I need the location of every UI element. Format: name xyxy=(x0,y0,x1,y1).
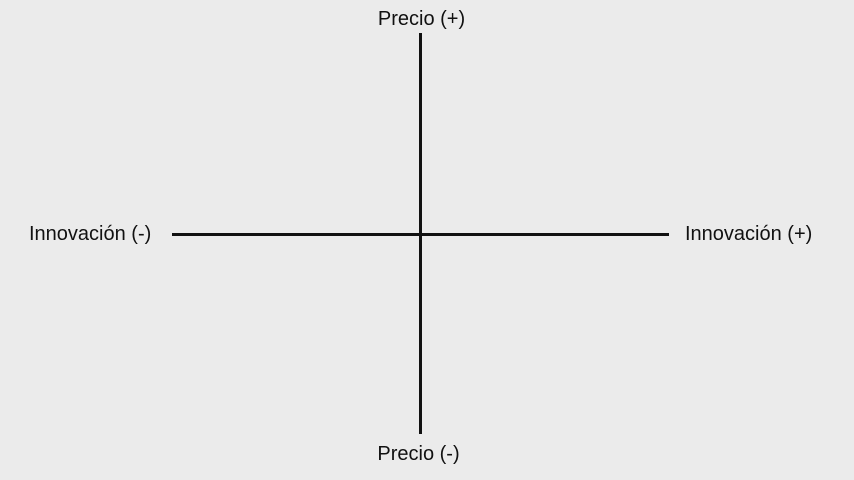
vertical-axis-line xyxy=(419,33,422,434)
axis-label-right: Innovación (+) xyxy=(685,223,813,245)
axis-label-top: Precio (+) xyxy=(377,8,466,30)
axis-label-left: Innovación (-) xyxy=(29,223,152,245)
axis-label-bottom: Precio (-) xyxy=(377,443,460,465)
